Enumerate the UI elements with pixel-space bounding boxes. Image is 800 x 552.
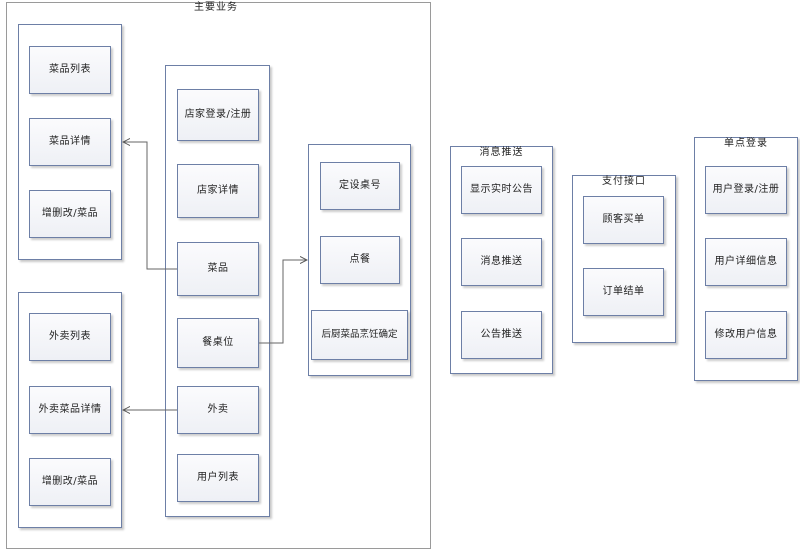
dish-detail-node: 菜品详情 (29, 118, 111, 166)
dish-crud-node: 增删改/菜品 (29, 190, 111, 238)
takeout-dish-detail-node: 外卖菜品详情 (29, 386, 111, 434)
dish-to-dish-detail-connector (123, 142, 177, 270)
notice-push-node: 公告推送 (461, 311, 542, 359)
dish-list-node: 菜品列表 (29, 46, 111, 94)
customer-pay-node: 顾客买单 (583, 196, 664, 244)
order-food-node: 点餐 (320, 236, 400, 284)
takeout-list-node: 外卖列表 (29, 313, 111, 361)
user-detail-node: 用户详细信息 (705, 238, 787, 286)
message-push-node: 消息推送 (461, 238, 542, 286)
edit-user-node: 修改用户信息 (705, 311, 787, 359)
payment-api-title: 支付接口 (602, 176, 646, 187)
store-login-node: 店家登录/注册 (177, 89, 259, 141)
realtime-notice-node: 显示实时公告 (461, 166, 542, 214)
kitchen-confirm-node: 后厨菜品烹饪确定 (311, 310, 408, 360)
store-detail-node: 店家详情 (177, 164, 259, 218)
sso-title: 单点登录 (724, 138, 768, 149)
takeout-node: 外卖 (177, 386, 259, 434)
set-table-number-node: 定设桌号 (320, 162, 400, 210)
takeout-crud-node: 增删改/菜品 (29, 458, 111, 506)
table-seat-node: 餐桌位 (177, 318, 259, 368)
main-business-title: 主要业务 (194, 2, 238, 13)
order-settle-node: 订单结单 (583, 268, 664, 316)
table-seat-to-order-connector (259, 260, 307, 344)
user-login-node: 用户登录/注册 (705, 166, 787, 214)
message-push-title: 消息推送 (479, 147, 524, 158)
user-list-node: 用户列表 (177, 454, 259, 502)
dish-node: 菜品 (177, 242, 259, 296)
